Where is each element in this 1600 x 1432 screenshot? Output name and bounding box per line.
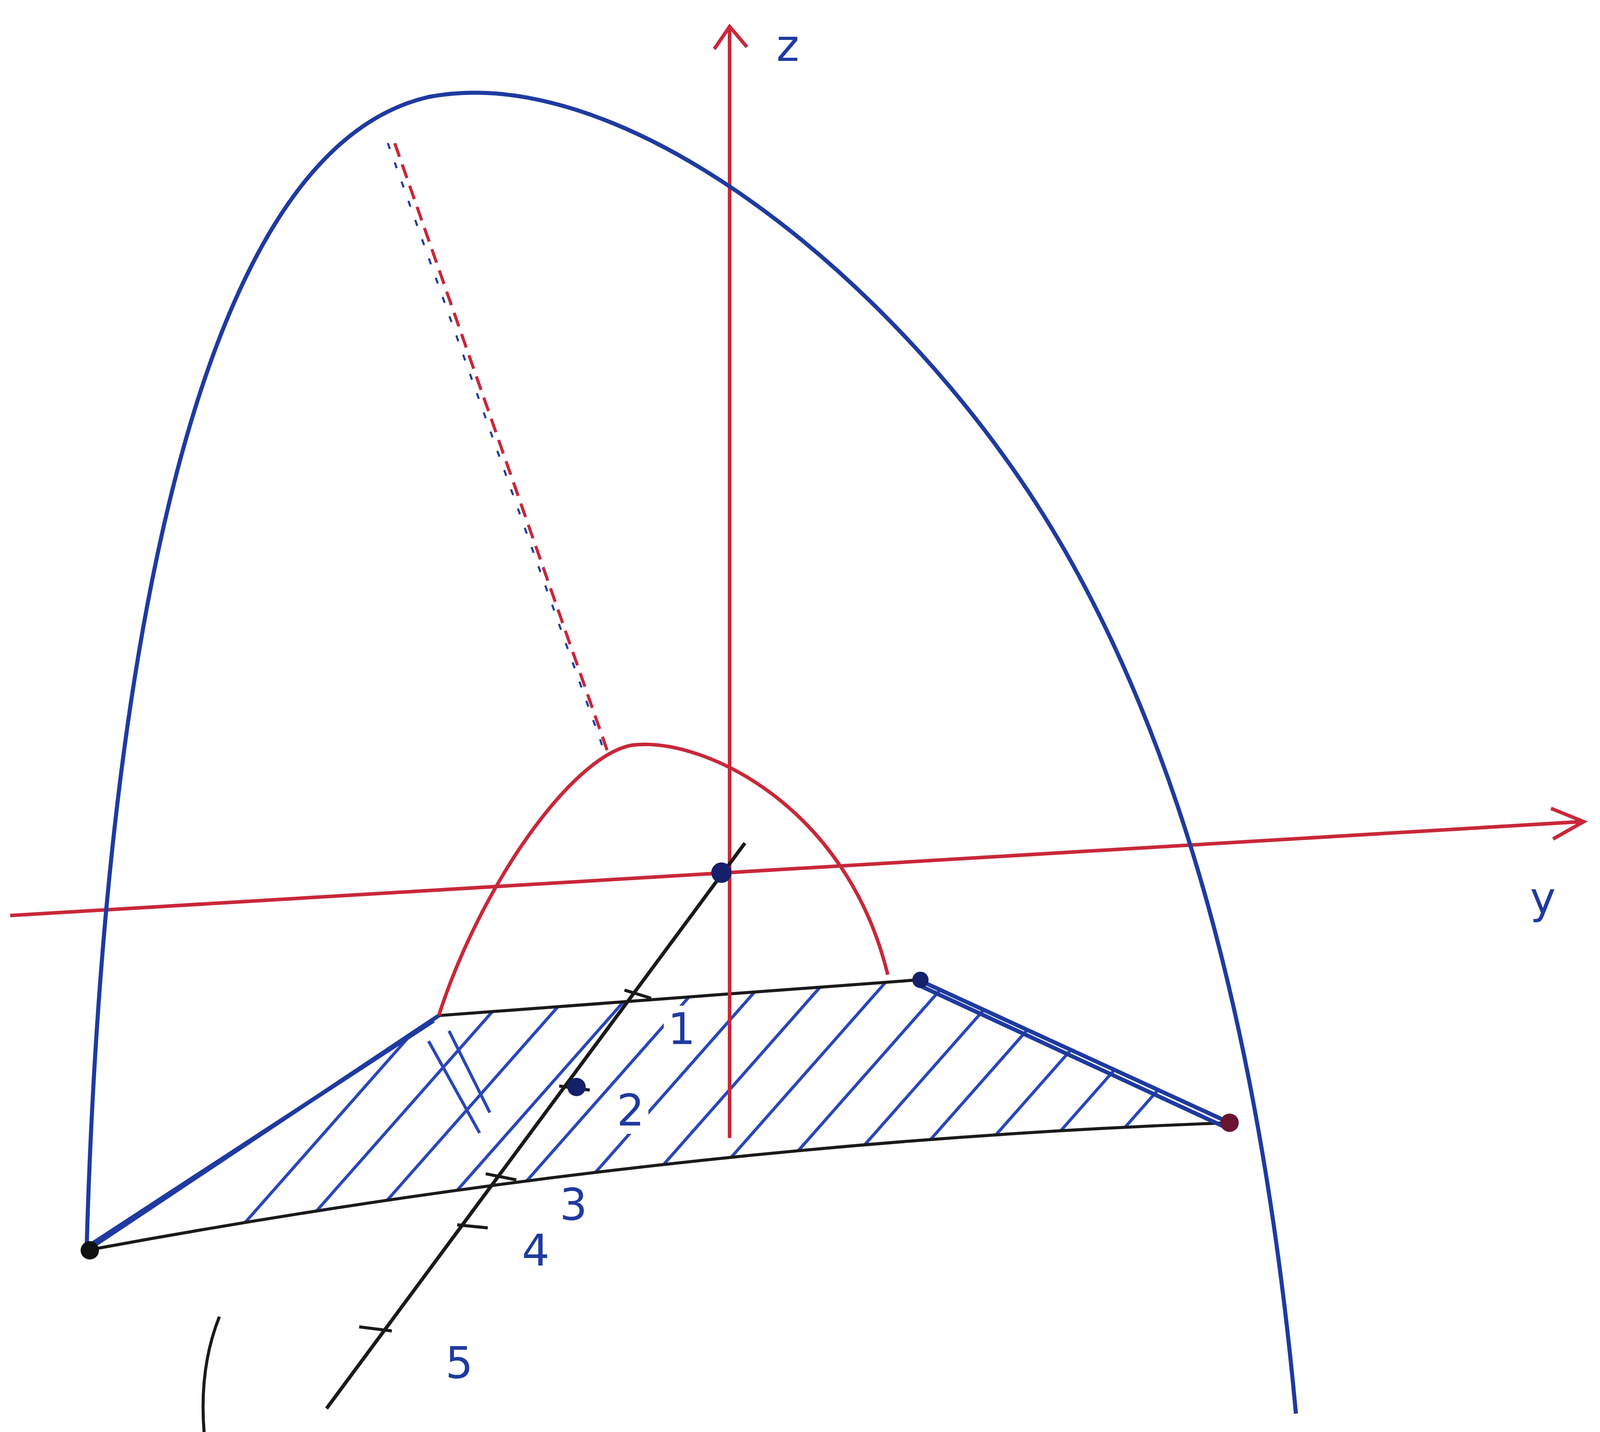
points bbox=[80, 862, 1239, 1260]
red-parabola bbox=[438, 744, 888, 1016]
axis-label: y bbox=[1526, 874, 1560, 922]
tick-label: 2 bbox=[612, 1086, 649, 1134]
blue-surface-curve bbox=[86, 92, 1296, 1413]
base-edge bbox=[86, 979, 1230, 1251]
tick-label: 1 bbox=[663, 1005, 700, 1053]
dashed-line-blue bbox=[387, 142, 603, 745]
axis-label: z bbox=[772, 22, 804, 70]
tick-label: 3 bbox=[555, 1180, 592, 1228]
tick-label: 5 bbox=[441, 1339, 477, 1386]
y-axis bbox=[10, 808, 1584, 916]
base-region-outline bbox=[86, 979, 1230, 1251]
dashed-line bbox=[392, 137, 608, 750]
hatching bbox=[153, 979, 1255, 1327]
x-ticks bbox=[359, 989, 652, 1331]
x-axis bbox=[326, 842, 745, 1409]
partial-bracket bbox=[203, 1316, 220, 1432]
tick-label: 4 bbox=[517, 1226, 554, 1274]
